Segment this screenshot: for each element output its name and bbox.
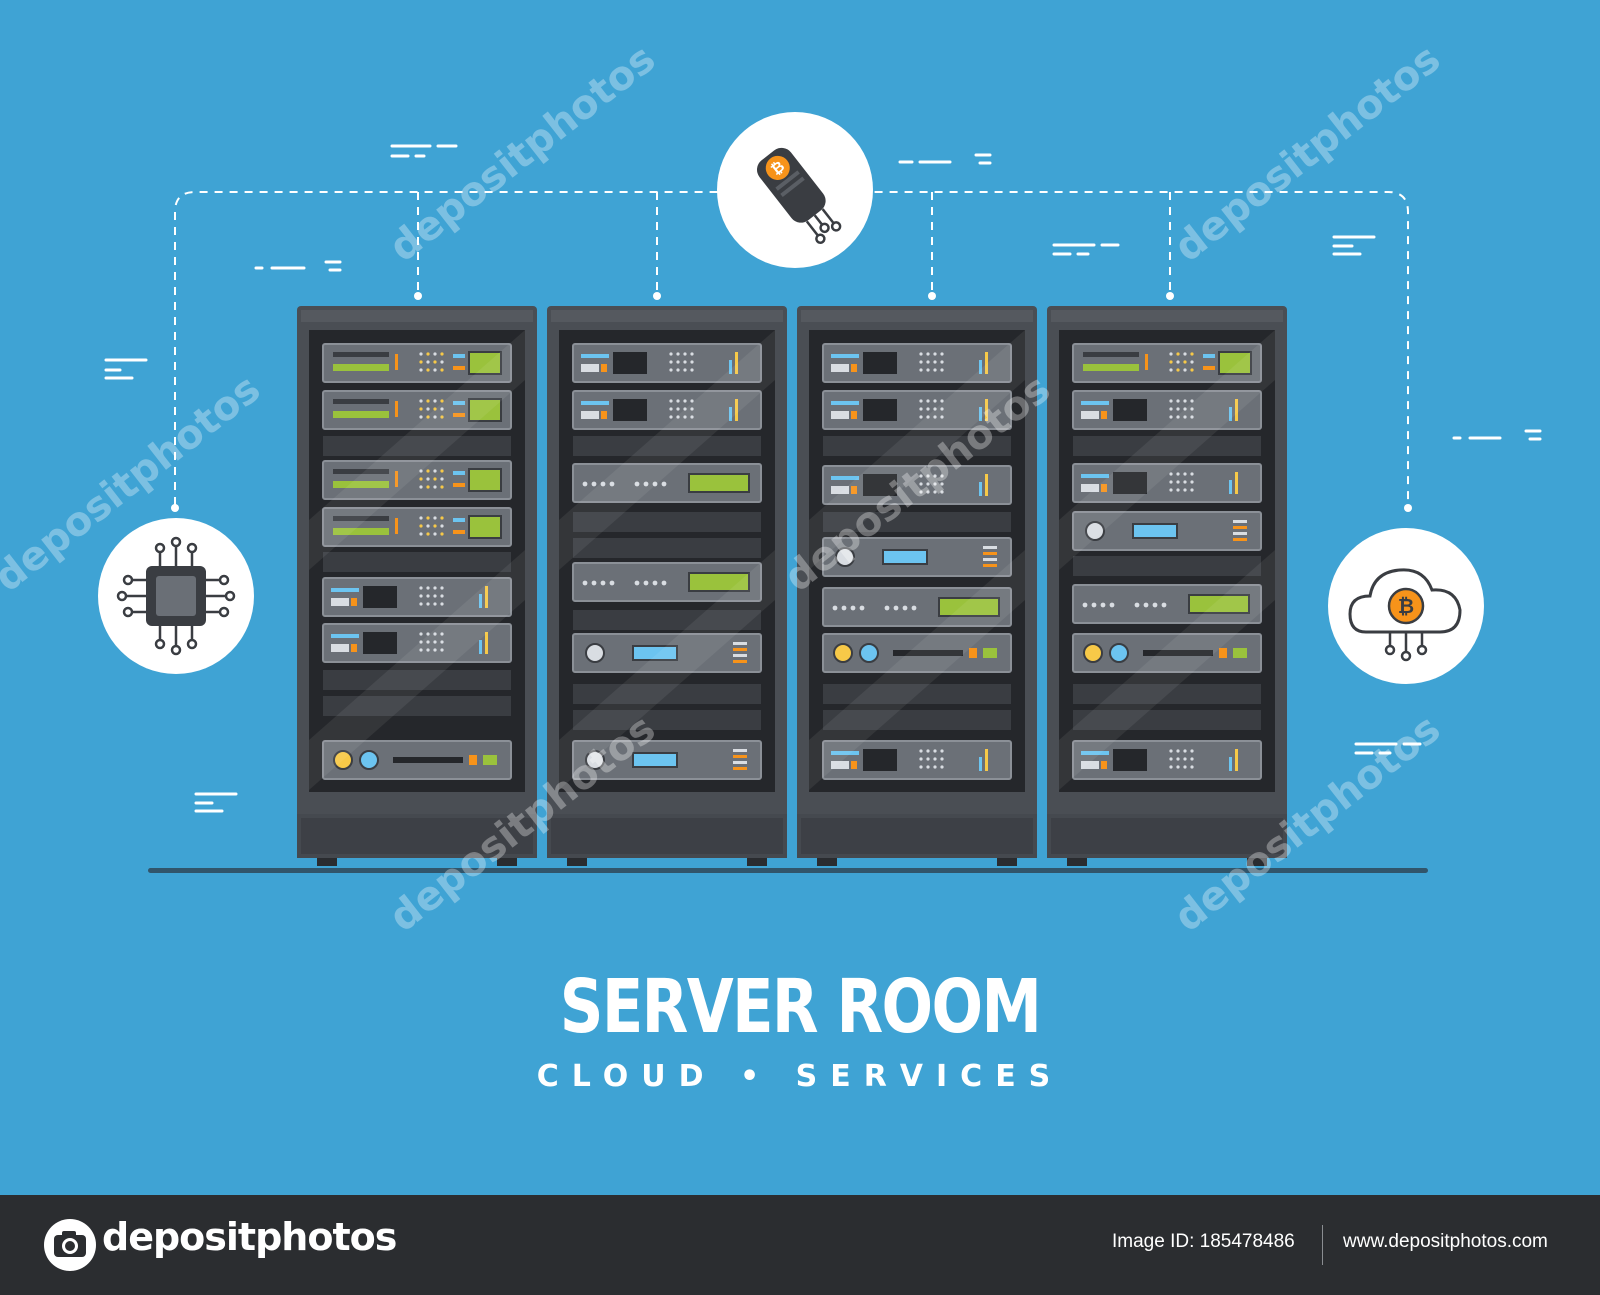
image-id-text: Image ID: 185478486	[1112, 1231, 1295, 1252]
processor-chip-icon	[98, 518, 254, 674]
subtitle-text: CLOUD • SERVICES	[536, 1059, 1064, 1094]
title-heading: SERVER ROOM	[559, 964, 1042, 1050]
footer-divider	[1322, 1225, 1323, 1265]
svg-text:₿: ₿	[1398, 594, 1414, 618]
decorative-dashes	[104, 144, 1542, 813]
floor-line	[148, 868, 1428, 873]
server-rack	[797, 306, 1037, 866]
server-room-illustration: ₿ ₿	[98, 112, 1542, 873]
server-racks	[297, 306, 1287, 866]
server-rack	[1047, 306, 1287, 866]
server-rack	[297, 306, 537, 866]
footer-url-link[interactable]: www.depositphotos.com	[1343, 1231, 1548, 1252]
connector-dots	[171, 292, 1412, 512]
stock-footer-bar: depositphotos Image ID: 185478486 www.de…	[0, 1195, 1600, 1295]
footer-brand-name: depositphotos	[102, 1215, 397, 1259]
server-rack	[547, 306, 787, 866]
camera-logo-icon	[44, 1219, 96, 1271]
bitcoin-cloud-icon: ₿	[1328, 528, 1484, 684]
bitcoin-usb-chip-icon: ₿	[717, 112, 873, 268]
